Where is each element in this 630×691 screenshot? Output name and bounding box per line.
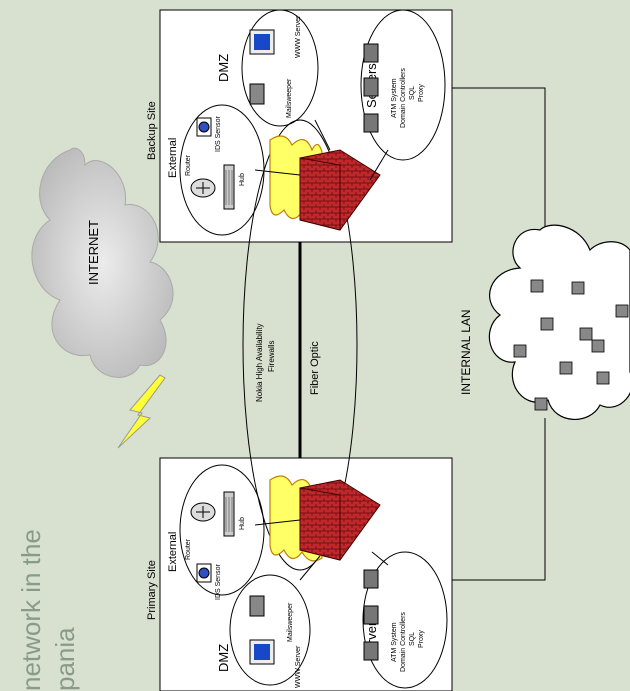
primary-dmz-zone (229, 574, 311, 686)
primary-srv-atm: ATM System (391, 622, 398, 662)
backup-mailsweeper-label: Mailsweeper (286, 78, 293, 118)
primary-www-server-icon (249, 639, 275, 665)
primary-srv-sql: SQL (409, 632, 416, 646)
internal-lan-label: INTERNAL LAN (459, 309, 473, 395)
primary-router-label: Router (185, 538, 192, 560)
backup-dmz-label: DMZ (216, 54, 231, 82)
primary-srv-dc: Domain Controllers (400, 612, 407, 672)
backup-www-server-label: WWW Server (295, 15, 302, 58)
backup-ids-sensor-label: IDS Sensor (215, 116, 222, 152)
backup-external-label: External (167, 138, 179, 178)
backup-www-server-icon (249, 29, 275, 55)
backup-ids-sensor-icon (196, 117, 212, 137)
primary-firewall (269, 475, 381, 562)
primary-site-title: Primary Site (146, 560, 158, 620)
backup-hub-label: Hub (239, 173, 246, 186)
backup-servers-zone (360, 9, 446, 161)
backup-srv-proxy: Proxy (418, 84, 425, 102)
internet-label: INTERNET (86, 220, 101, 285)
side-caption-line2: pania (50, 627, 80, 691)
primary-router-icon (190, 502, 216, 522)
primary-ids-sensor-label: IDS Sensor (215, 564, 222, 600)
primary-www-server-label: WWW Server (295, 645, 302, 688)
backup-mailsweeper-icon (249, 83, 265, 105)
backup-site-title: Backup Site (146, 101, 158, 160)
backup-srv-dc: Domain Controllers (400, 68, 407, 128)
firewall-ha-label-line2: Firewalls (267, 340, 276, 372)
primary-dmz-label: DMZ (216, 644, 231, 672)
primary-mailsweeper-icon (249, 595, 265, 617)
primary-srv-proxy: Proxy (418, 630, 425, 648)
primary-ids-sensor-icon (196, 563, 212, 583)
lan-workstation-icons (513, 279, 629, 411)
backup-router-label: Router (185, 154, 192, 176)
primary-lan-link (452, 418, 546, 581)
wan-link-lightning (117, 374, 166, 449)
backup-lan-link (452, 87, 546, 230)
backup-srv-atm: ATM System (391, 78, 398, 118)
primary-hub-icon (223, 491, 235, 537)
primary-hub-label: Hub (239, 517, 246, 530)
primary-external-zone (179, 464, 265, 596)
primary-mailsweeper-label: Mailsweeper (287, 602, 294, 642)
internal-lan-cloud: INTERNAL LAN (459, 224, 630, 420)
side-caption-line1: network in the (16, 529, 46, 691)
firewall-ha-label-line1: Nokia High Availability (255, 323, 264, 402)
fiber-optic-label: Fiber Optic (309, 341, 321, 395)
backup-external-zone (179, 104, 265, 236)
backup-server-icons (363, 43, 379, 133)
primary-external-label: External (167, 532, 179, 572)
site-internal-links (254, 119, 389, 581)
side-caption: network in the pania (16, 529, 80, 691)
internet-cloud: INTERNET (31, 147, 174, 378)
backup-router-icon (190, 178, 216, 198)
backup-firewall (269, 135, 381, 231)
primary-servers-zone (362, 551, 448, 689)
backup-srv-sql: SQL (409, 86, 416, 100)
backup-dmz-zone (241, 9, 319, 127)
primary-server-icons (363, 569, 379, 661)
firewall-ha-group (242, 119, 358, 571)
backup-hub-icon (223, 164, 235, 210)
